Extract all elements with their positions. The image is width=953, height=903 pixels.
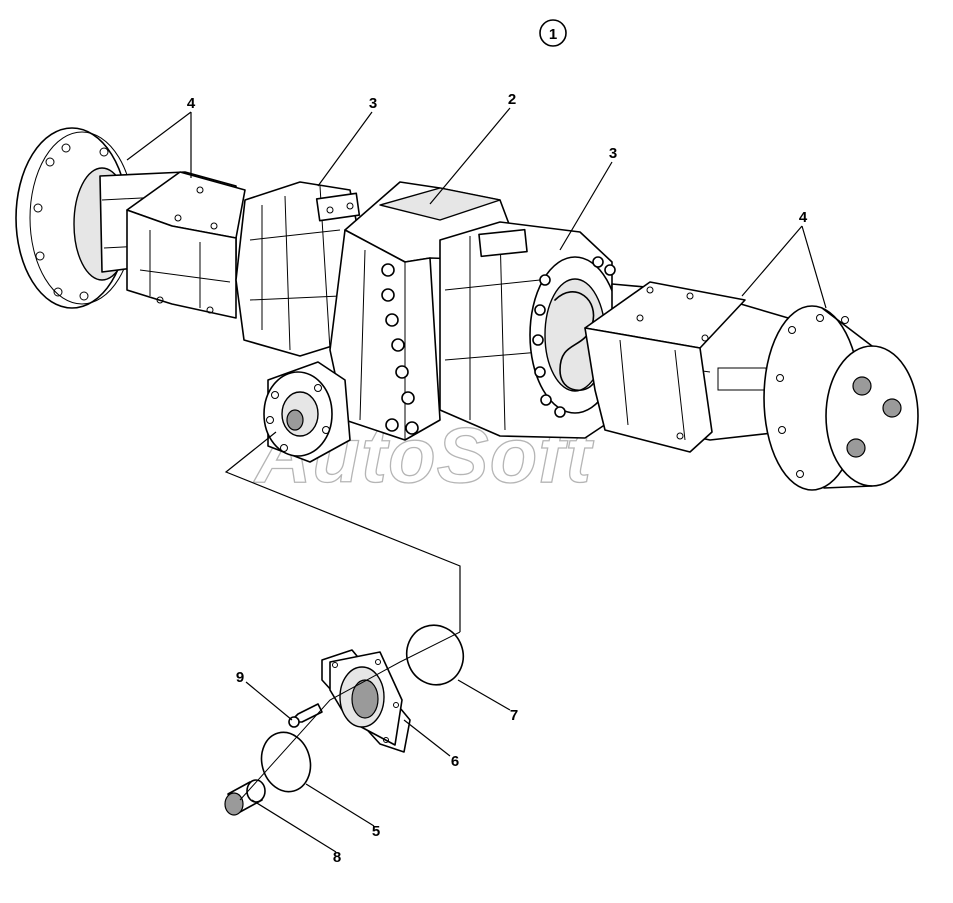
callout-8: 8 bbox=[333, 849, 341, 866]
right-spring-pad bbox=[584, 281, 746, 453]
assembly-marker: 1 bbox=[539, 19, 567, 47]
callout-3-right: 3 bbox=[609, 145, 617, 162]
bolt-9 bbox=[288, 703, 323, 728]
axle-assembly bbox=[15, 127, 919, 491]
callout-4-left: 4 bbox=[187, 95, 196, 112]
sleeve-8 bbox=[224, 779, 266, 816]
o-ring-7 bbox=[405, 624, 465, 686]
right-wheel-flange bbox=[763, 305, 919, 491]
callout-7: 7 bbox=[510, 707, 518, 724]
svg-text:1: 1 bbox=[549, 26, 557, 43]
callout-5: 5 bbox=[372, 823, 380, 840]
input-flange bbox=[263, 361, 351, 463]
callout-4-right: 4 bbox=[799, 209, 808, 226]
callout-3-left: 3 bbox=[369, 95, 377, 112]
flange-housing-6 bbox=[321, 649, 411, 753]
exploded-parts bbox=[224, 624, 465, 816]
callout-2: 2 bbox=[508, 91, 516, 108]
callout-6: 6 bbox=[451, 753, 459, 770]
o-ring-5 bbox=[260, 731, 312, 793]
left-brake-housing bbox=[235, 181, 361, 357]
differential-housing bbox=[329, 181, 516, 441]
leader-lines bbox=[126, 107, 827, 853]
callout-9: 9 bbox=[236, 669, 244, 686]
left-spring-pad bbox=[126, 171, 246, 319]
callouts: 4 3 2 3 4 9 7 6 5 8 bbox=[187, 91, 808, 866]
